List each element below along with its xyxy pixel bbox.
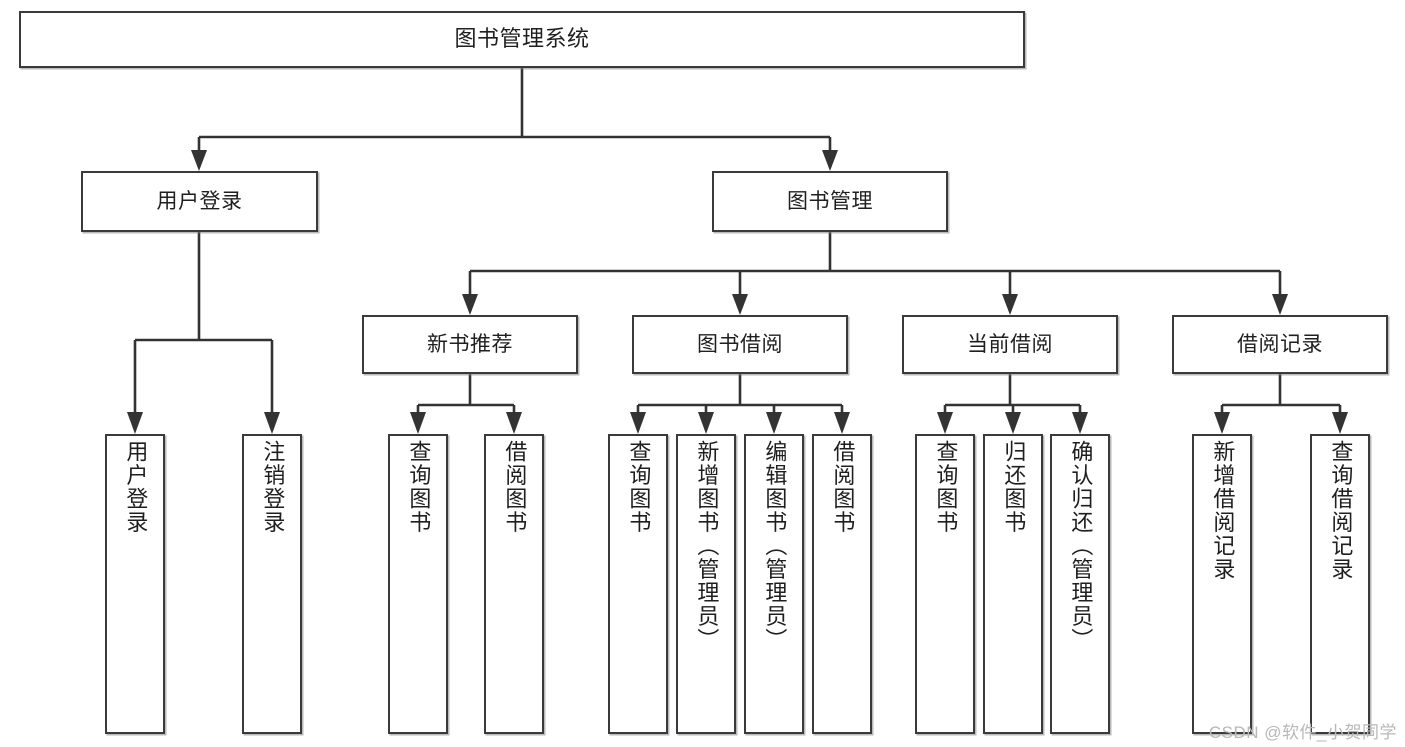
- leaf-current-confirm-return-admin[interactable]: 确认归还（管理员）: [1050, 434, 1110, 734]
- leaf-recommend-borrow-books[interactable]: 借阅图书: [484, 434, 544, 734]
- node-label: 图书管理: [787, 189, 873, 213]
- leaf-record-add-borrow-record[interactable]: 新增借阅记录: [1192, 434, 1252, 734]
- leaf-user-login-signout[interactable]: 注销登录: [242, 434, 302, 734]
- node-label: 归还图书: [1001, 440, 1027, 534]
- leaf-current-return-books[interactable]: 归还图书: [983, 434, 1043, 734]
- node-book-borrow[interactable]: 图书借阅: [632, 315, 848, 374]
- node-label: 借阅图书: [830, 440, 856, 534]
- node-label: 用户登录: [123, 440, 149, 534]
- node-label: 查询图书: [626, 440, 652, 534]
- csdn-watermark: CSDN @软件_小贺同学: [1208, 723, 1397, 742]
- node-current-borrow[interactable]: 当前借阅: [902, 315, 1118, 374]
- node-label: 查询借阅记录: [1328, 440, 1354, 581]
- node-label: 确认归还（管理员）: [1068, 440, 1094, 652]
- node-label: 新书推荐: [427, 332, 513, 356]
- node-root-book-management-system[interactable]: 图书管理系统: [19, 11, 1025, 68]
- leaf-record-query-borrow-record[interactable]: 查询借阅记录: [1310, 434, 1370, 734]
- node-label: 编辑图书（管理员）: [762, 440, 788, 652]
- node-label: 注销登录: [260, 440, 286, 534]
- node-borrow-record[interactable]: 借阅记录: [1172, 315, 1388, 374]
- node-label: 用户登录: [156, 189, 243, 213]
- node-book-management[interactable]: 图书管理: [712, 171, 948, 232]
- node-label: 借阅图书: [502, 440, 528, 534]
- leaf-user-login-signin[interactable]: 用户登录: [105, 434, 165, 734]
- leaf-recommend-query-books[interactable]: 查询图书: [388, 434, 448, 734]
- node-label: 当前借阅: [967, 332, 1053, 356]
- node-user-login[interactable]: 用户登录: [81, 171, 318, 232]
- node-label: 图书管理系统: [454, 26, 590, 52]
- node-label: 借阅记录: [1237, 332, 1323, 356]
- leaf-current-query-books[interactable]: 查询图书: [915, 434, 975, 734]
- node-label: 新增图书（管理员）: [694, 440, 720, 652]
- node-label: 图书借阅: [697, 332, 783, 356]
- leaf-borrow-borrow-books[interactable]: 借阅图书: [812, 434, 872, 734]
- node-label: 新增借阅记录: [1210, 440, 1236, 581]
- node-label: 查询图书: [406, 440, 432, 534]
- node-new-book-recommend[interactable]: 新书推荐: [362, 315, 578, 374]
- leaf-borrow-query-books[interactable]: 查询图书: [608, 434, 668, 734]
- leaf-borrow-edit-book-admin[interactable]: 编辑图书（管理员）: [744, 434, 804, 734]
- node-label: 查询图书: [933, 440, 959, 534]
- leaf-borrow-add-book-admin[interactable]: 新增图书（管理员）: [676, 434, 736, 734]
